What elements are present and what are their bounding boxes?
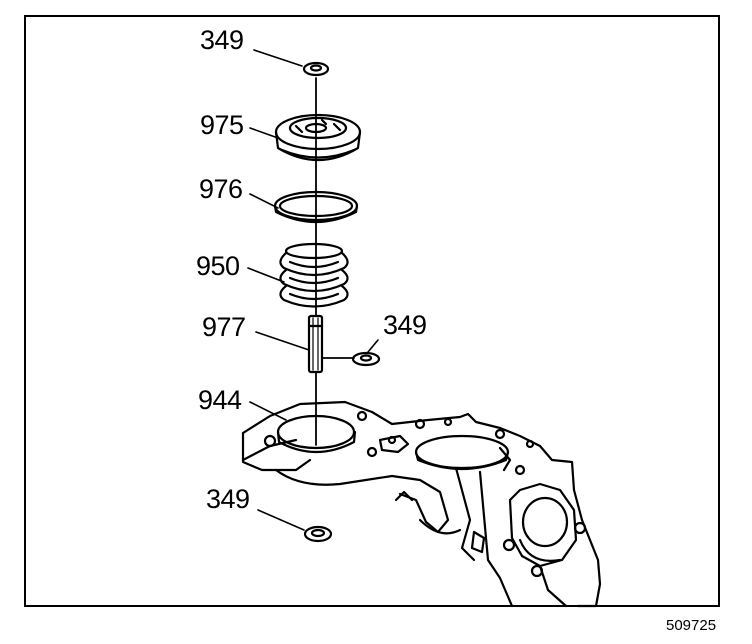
- washer-349-bottom: [303, 525, 333, 543]
- leader-349-bottom: [257, 509, 305, 531]
- callout-349-right: 349: [383, 310, 427, 340]
- callout-976: 976: [199, 174, 243, 204]
- diagram-frame: [24, 15, 720, 607]
- callout-349-bottom: 349: [206, 484, 250, 514]
- callout-349-top: 349: [200, 25, 244, 55]
- callout-975: 975: [200, 110, 244, 140]
- washer-349-top: [302, 61, 330, 77]
- seal-ring-976: [273, 190, 359, 224]
- leader-944: [249, 401, 287, 421]
- callout-950: 950: [196, 251, 240, 281]
- leader-950: [247, 267, 285, 283]
- leader-977: [255, 331, 310, 351]
- leader-lines: [247, 49, 379, 531]
- washer-349-right: [321, 351, 381, 367]
- leader-975: [249, 127, 279, 139]
- callout-944: 944: [198, 385, 242, 415]
- leader-349-right: [367, 339, 379, 353]
- leader-976: [249, 193, 279, 209]
- callout-977: 977: [202, 312, 246, 342]
- pin-977: [307, 314, 324, 374]
- figure-number: 509725: [666, 617, 717, 634]
- spring-950: [279, 242, 349, 308]
- leader-349-top: [253, 49, 303, 67]
- accumulator-cap-975: [274, 113, 362, 162]
- valve-body-housing-944: [241, 400, 602, 608]
